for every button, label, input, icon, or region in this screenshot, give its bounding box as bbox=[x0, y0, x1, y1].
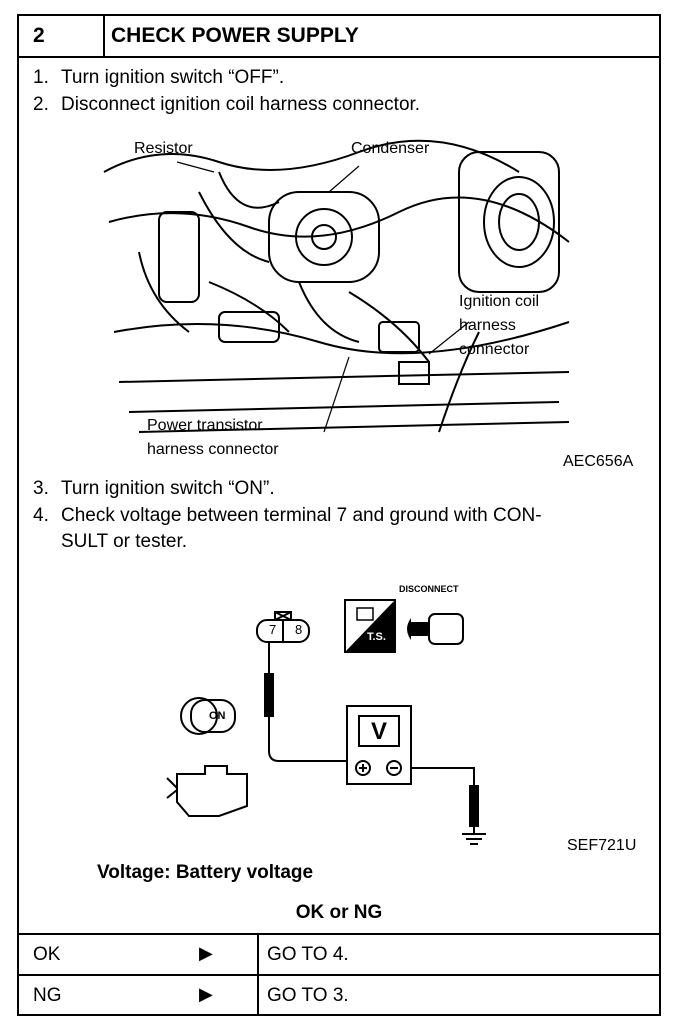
result-row-ok: OK ▶ GO TO 4. bbox=[19, 933, 659, 974]
arrow-right-icon: ▶ bbox=[199, 984, 213, 1004]
step-text: SULT or tester. bbox=[61, 531, 188, 552]
ignition-on-label: ON bbox=[209, 710, 226, 722]
voltmeter-label: V bbox=[371, 718, 388, 745]
step-num: 4. bbox=[33, 505, 49, 526]
step-num: 3. bbox=[33, 478, 49, 499]
voltage-check-diagram bbox=[166, 599, 486, 845]
step-text: Turn ignition switch “ON”. bbox=[61, 478, 275, 499]
engine-bay-illustration bbox=[103, 139, 570, 433]
step-num: 2. bbox=[33, 94, 49, 115]
result-action: GO TO 3. bbox=[267, 985, 349, 1006]
figure-code: AEC656A bbox=[563, 453, 634, 470]
ok-ng-title: OK or NG bbox=[295, 902, 383, 923]
step-text: Check voltage between terminal 7 and gro… bbox=[61, 505, 542, 526]
procedure-box: 2 CHECK POWER SUPPLY 1. Turn ignition swi… bbox=[17, 14, 661, 1016]
terminal-8-label: 8 bbox=[295, 622, 303, 637]
procedure-title: CHECK POWER SUPPLY bbox=[111, 24, 359, 47]
result-row-ng: NG ▶ GO TO 3. bbox=[19, 974, 659, 1015]
coil-label-line2: harness bbox=[459, 317, 516, 334]
condenser-label: Condenser bbox=[351, 140, 430, 157]
procedure-header: 2 CHECK POWER SUPPLY bbox=[19, 16, 659, 58]
column-divider bbox=[257, 976, 259, 1015]
result-label: OK bbox=[33, 944, 61, 965]
power-transistor-label-line1: Power transistor bbox=[147, 417, 263, 434]
step-num: 1. bbox=[33, 67, 49, 88]
voltage-spec: Voltage: Battery voltage bbox=[97, 862, 314, 883]
step-number: 2 bbox=[19, 16, 105, 56]
figure-code: SEF721U bbox=[567, 837, 637, 854]
disconnect-label: DISCONNECT bbox=[399, 584, 459, 594]
coil-label-line1: Ignition coil bbox=[459, 293, 540, 310]
instruction-step: SULT or tester. bbox=[33, 530, 187, 554]
instruction-step: 1. Turn ignition switch “OFF”. bbox=[33, 66, 284, 90]
resistor-label: Resistor bbox=[134, 140, 193, 157]
ts-label: T.S. bbox=[367, 631, 386, 643]
instruction-step: 2. Disconnect ignition coil harness conne… bbox=[33, 93, 420, 117]
step-text: Turn ignition switch “OFF”. bbox=[61, 67, 285, 88]
step-text: Disconnect ignition coil harness connect… bbox=[61, 94, 421, 115]
instruction-step: 3. Turn ignition switch “ON”. bbox=[33, 477, 275, 501]
terminal-7-label: 7 bbox=[269, 622, 277, 637]
instruction-step: 4. Check voltage between terminal 7 and g… bbox=[33, 504, 542, 528]
power-transistor-label-line2: harness connector bbox=[147, 441, 279, 458]
column-divider bbox=[257, 935, 259, 974]
coil-label-line3: connector bbox=[459, 341, 530, 358]
result-label: NG bbox=[33, 985, 62, 1006]
result-action: GO TO 4. bbox=[267, 944, 349, 965]
arrow-right-icon: ▶ bbox=[199, 943, 213, 963]
